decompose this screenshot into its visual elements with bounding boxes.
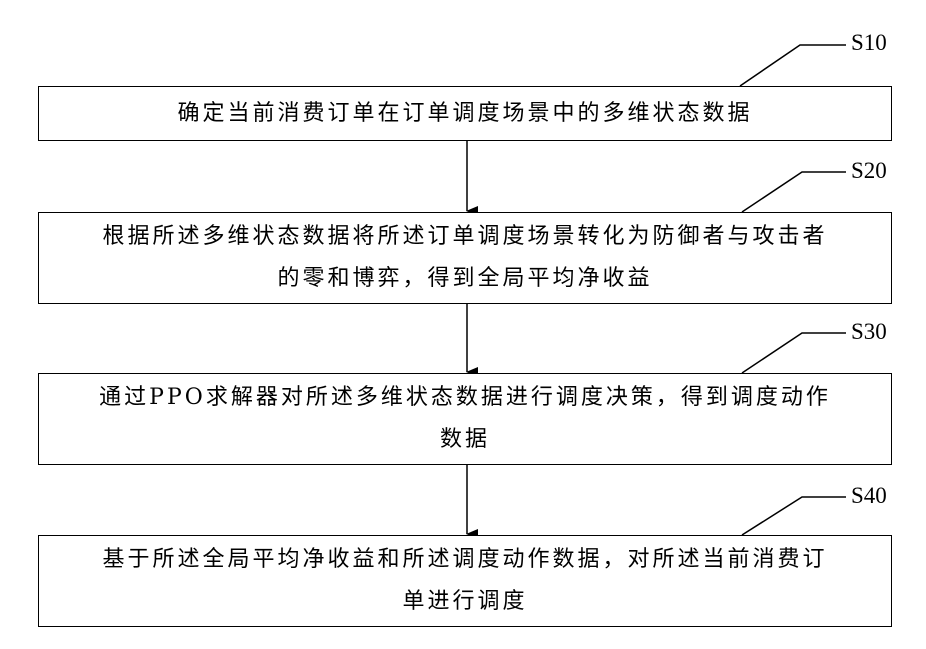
step-box-s30: 通过PPO求解器对所述多维状态数据进行调度决策，得到调度动作 数据 [38,373,892,465]
leader-line-s20 [742,172,846,212]
leader-line-s40 [742,497,846,535]
step-label-s30: S30 [851,319,887,345]
step-label-s10: S10 [851,30,887,56]
step-text-s20: 根据所述多维状态数据将所述订单调度场景转化为防御者与攻击者 的零和博弈，得到全局… [102,216,827,300]
step-text-s10: 确定当前消费订单在订单调度场景中的多维状态数据 [177,93,752,135]
step-label-s20: S20 [851,158,887,184]
step-box-s20: 根据所述多维状态数据将所述订单调度场景转化为防御者与攻击者 的零和博弈，得到全局… [38,212,892,304]
leader-line-s10 [740,45,846,86]
leader-line-s30 [742,333,846,373]
step-text-s30: 通过PPO求解器对所述多维状态数据进行调度决策，得到调度动作 数据 [99,377,831,461]
step-text-s40: 基于所述全局平均净收益和所述调度动作数据，对所述当前消费订 单进行调度 [102,539,827,623]
step-box-s40: 基于所述全局平均净收益和所述调度动作数据，对所述当前消费订 单进行调度 [38,535,892,627]
step-label-s40: S40 [851,483,887,509]
step-box-s10: 确定当前消费订单在订单调度场景中的多维状态数据 [38,86,892,141]
